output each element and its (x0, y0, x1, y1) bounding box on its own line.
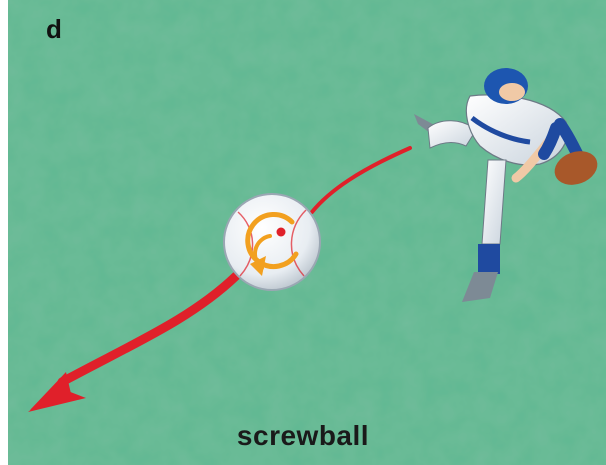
panel-label: d (46, 14, 62, 45)
pitch-caption: screwball (0, 420, 606, 452)
baseball-icon (224, 194, 320, 290)
